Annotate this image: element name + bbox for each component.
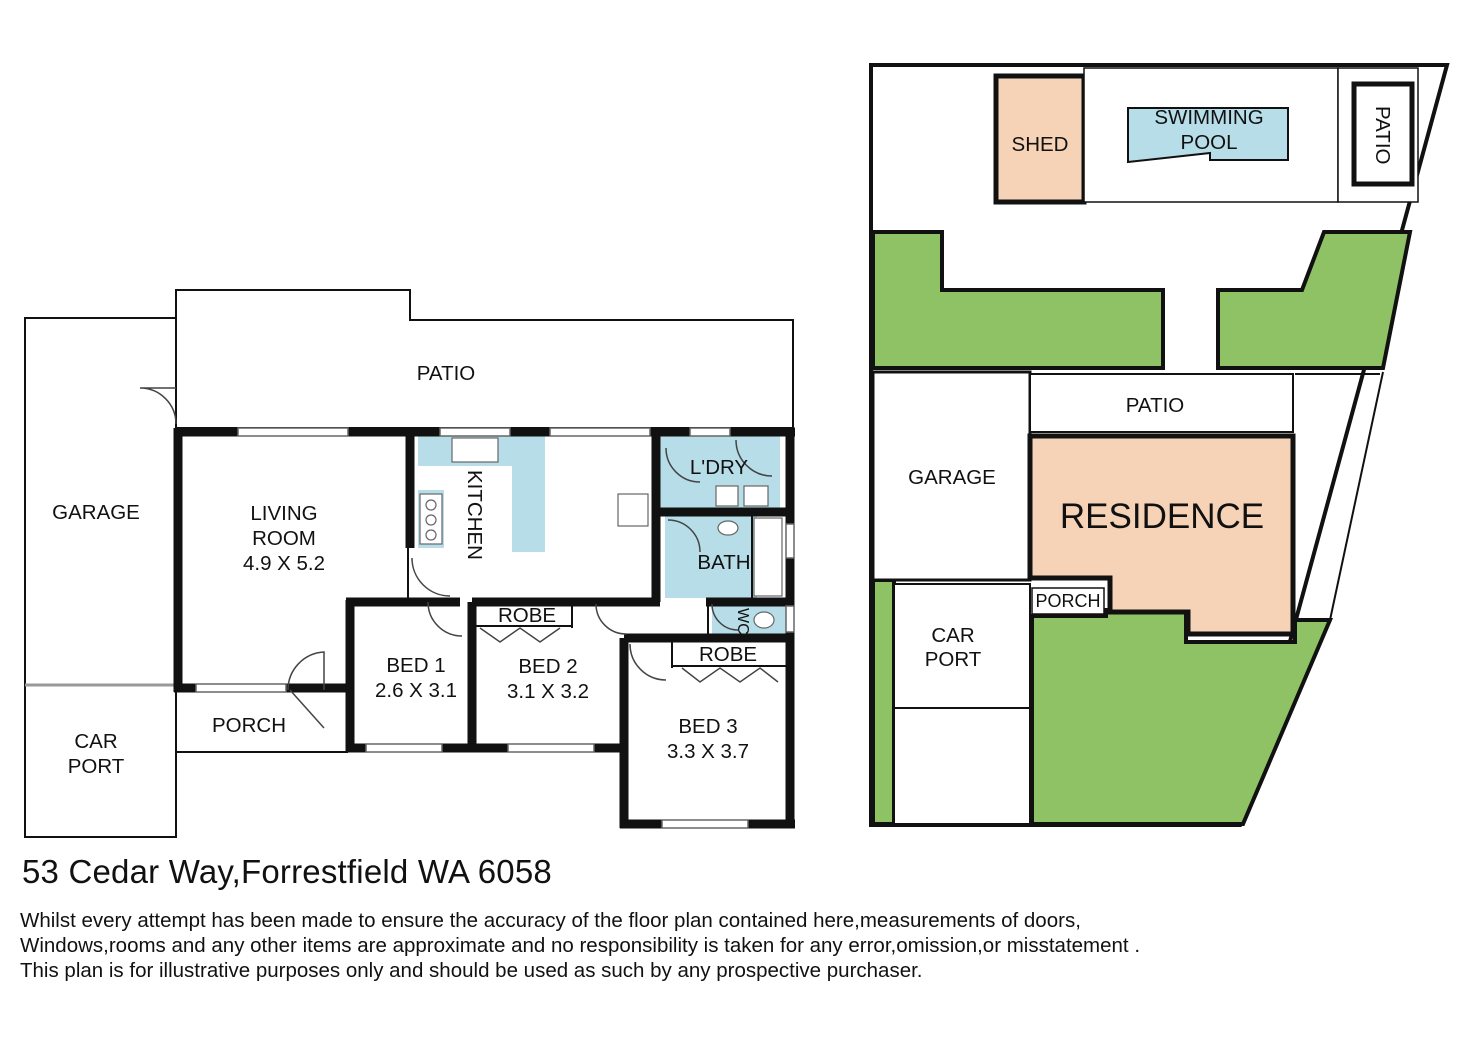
kitchen-bench bbox=[418, 436, 545, 552]
robe-label-bed2: ROBE bbox=[498, 604, 556, 627]
bed3-size: 3.3 X 3.7 bbox=[667, 740, 749, 763]
residence-outline bbox=[1027, 433, 1296, 637]
bed2-label: BED 2 bbox=[518, 655, 577, 678]
patio-label: PATIO bbox=[417, 362, 475, 385]
site-carport-label: CAR bbox=[931, 624, 974, 647]
site-garage-outline bbox=[871, 370, 1032, 582]
windows bbox=[195, 427, 795, 829]
shed-label: SHED bbox=[1012, 133, 1069, 156]
carport-label-2: PORT bbox=[68, 755, 125, 778]
patio-outline bbox=[175, 289, 794, 429]
disclaimer-line: Windows,rooms and any other items are ap… bbox=[20, 934, 1141, 957]
site-carport-label-2: PORT bbox=[925, 648, 982, 671]
site-plan: SHED SWIMMING POOL PATIO PATIO GARAGE RE… bbox=[869, 63, 1450, 827]
bath-label: BATH bbox=[697, 551, 750, 574]
laundry-label: L'DRY bbox=[690, 456, 749, 479]
site-driveway bbox=[893, 707, 1031, 825]
wc-fill bbox=[712, 604, 788, 634]
site-carport-outline bbox=[893, 583, 1031, 709]
bed1-size: 2.6 X 3.1 bbox=[375, 679, 457, 702]
robe-label-bed3: ROBE bbox=[699, 643, 757, 666]
disclaimer-line: This plan is for illustrative purposes o… bbox=[20, 959, 923, 982]
site-garage-label: GARAGE bbox=[908, 466, 996, 489]
doors bbox=[139, 387, 779, 729]
patio-side-outline bbox=[1351, 81, 1415, 187]
carport-outline bbox=[24, 684, 177, 838]
wc-label: WC bbox=[734, 608, 751, 635]
site-porch-outline bbox=[1031, 587, 1105, 615]
floor-plan: PATIO GARAGE LIVING ROOM 4.9 X 5.2 KITCH… bbox=[24, 289, 795, 838]
porch-label: PORCH bbox=[212, 714, 286, 737]
pool-label: SWIMMING bbox=[1154, 106, 1263, 129]
fixtures bbox=[419, 437, 783, 629]
patio-side-label: PATIO bbox=[1371, 106, 1394, 164]
bed1-label: BED 1 bbox=[386, 654, 445, 677]
kitchen-label: KITCHEN bbox=[463, 470, 486, 560]
site-patio-outline bbox=[1029, 373, 1294, 433]
garage-outline bbox=[24, 317, 177, 686]
disclaimer: Whilst every attempt has been made to en… bbox=[20, 908, 1450, 983]
pool-label-2: POOL bbox=[1181, 131, 1238, 154]
garage-label: GARAGE bbox=[52, 501, 140, 524]
carport-label: CAR bbox=[74, 730, 117, 753]
site-patio-label: PATIO bbox=[1126, 394, 1184, 417]
residence-label: RESIDENCE bbox=[1060, 497, 1264, 536]
bed2-size: 3.1 X 3.2 bbox=[507, 680, 589, 703]
swimming-pool bbox=[1127, 107, 1289, 164]
bed3-label: BED 3 bbox=[678, 715, 737, 738]
living-room-label: LIVING bbox=[250, 502, 317, 525]
disclaimer-line: Whilst every attempt has been made to en… bbox=[20, 909, 1081, 932]
living-room-size: 4.9 X 5.2 bbox=[243, 552, 325, 575]
property-address: 53 Cedar Way,Forrestfield WA 6058 bbox=[22, 853, 552, 890]
site-porch-label: PORCH bbox=[1035, 591, 1100, 611]
living-room-label-2: ROOM bbox=[252, 527, 316, 550]
house-thin-walls bbox=[407, 516, 788, 668]
bath-fill bbox=[665, 516, 757, 598]
